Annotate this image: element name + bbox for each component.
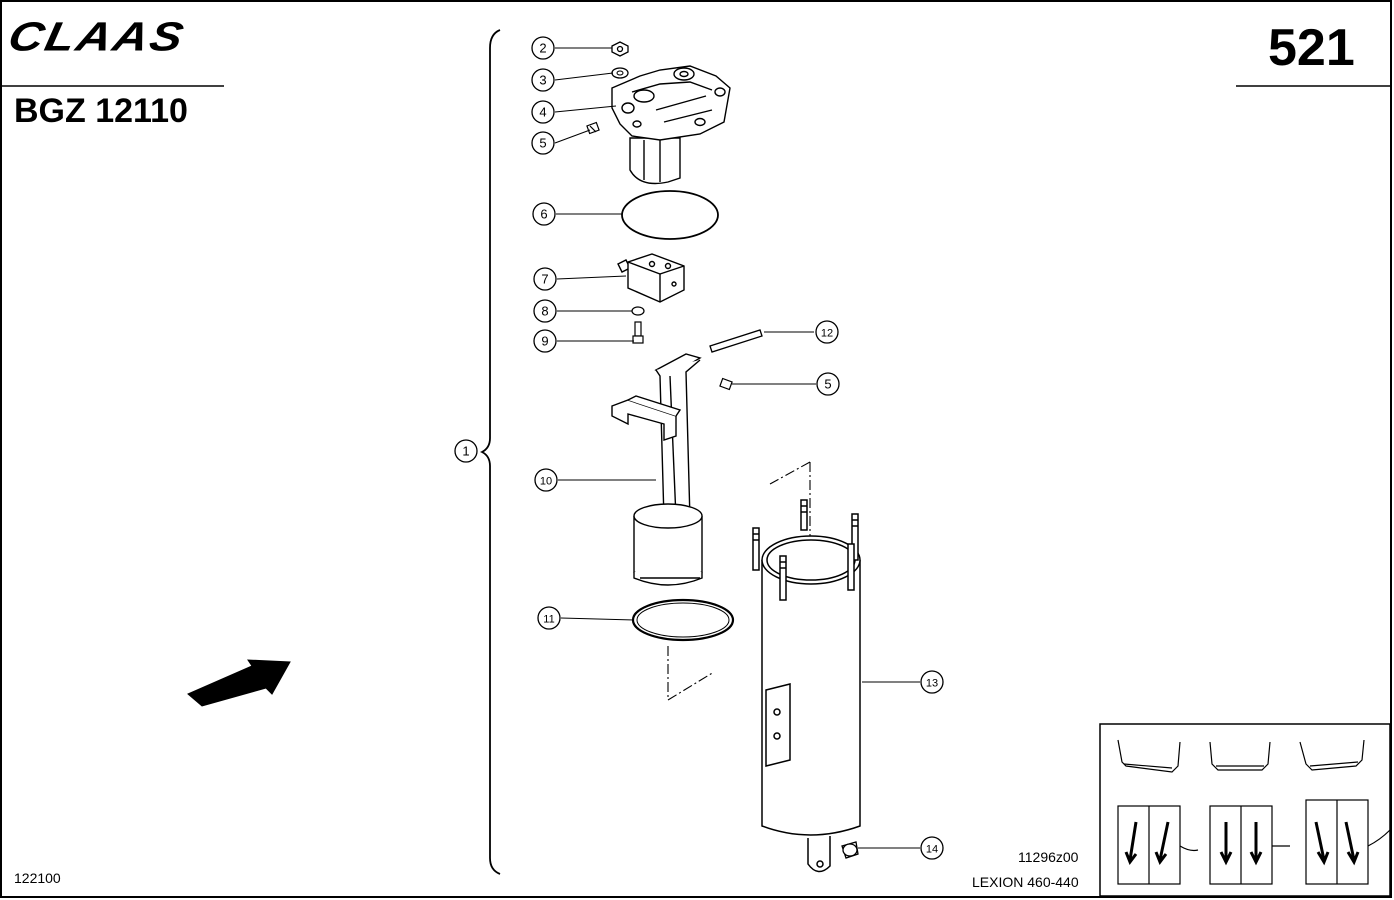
header-variant-3-icon bbox=[1299, 739, 1391, 885]
callout-label: 4 bbox=[539, 105, 546, 120]
callout-label: 6 bbox=[540, 207, 547, 222]
part-valve-block bbox=[617, 253, 685, 303]
part-washer-small bbox=[631, 306, 645, 316]
callout-label: 14 bbox=[926, 844, 938, 856]
leader-lines bbox=[554, 47, 920, 849]
callout-13: 13 bbox=[920, 670, 944, 694]
header-variant-2-icon bbox=[1209, 741, 1290, 885]
part-filter-element bbox=[611, 353, 703, 586]
part-filter-head bbox=[611, 65, 731, 185]
drawing-number: 11296z00 bbox=[1018, 849, 1079, 865]
callout-2: 2 bbox=[531, 36, 555, 60]
callout-label: 13 bbox=[926, 678, 938, 690]
callout-label: 8 bbox=[541, 304, 548, 319]
callout-label: 10 bbox=[540, 476, 552, 488]
group-code: BGZ 12110 bbox=[14, 92, 188, 130]
part-grub-screw bbox=[586, 121, 600, 135]
callout-5: 5 bbox=[816, 372, 840, 396]
date-code: 122100 bbox=[14, 870, 61, 886]
header-variant-1-icon bbox=[1117, 739, 1199, 885]
part-drain-plug bbox=[841, 841, 859, 859]
model-name: LEXION 460-440 bbox=[972, 874, 1079, 890]
callout-1: 1 bbox=[454, 439, 478, 463]
callout-label: 2 bbox=[539, 41, 546, 56]
part-filter-housing bbox=[752, 499, 861, 873]
variant-panel bbox=[1099, 723, 1391, 897]
part-nut bbox=[611, 41, 629, 57]
callout-label: 5 bbox=[539, 136, 546, 151]
callout-label: 11 bbox=[543, 614, 554, 626]
assembly-bracket bbox=[479, 29, 501, 875]
part-bolt bbox=[632, 321, 644, 344]
callout-label: 3 bbox=[539, 73, 546, 88]
callout-3: 3 bbox=[531, 68, 555, 92]
callout-10: 10 bbox=[534, 468, 558, 492]
callout-12: 12 bbox=[815, 320, 839, 344]
page-number: 521 bbox=[1268, 19, 1355, 77]
callout-7: 7 bbox=[533, 267, 557, 291]
callout-label: 1 bbox=[462, 444, 469, 459]
callout-11: 11 bbox=[537, 606, 561, 630]
part-pin bbox=[709, 329, 763, 353]
callout-4: 4 bbox=[531, 100, 555, 124]
callout-label: 7 bbox=[541, 272, 548, 287]
callout-6: 6 bbox=[532, 202, 556, 226]
callout-label: 9 bbox=[541, 334, 548, 349]
part-o-ring-large bbox=[621, 190, 719, 240]
callout-label: 12 bbox=[821, 328, 833, 340]
arrow-right-up-icon bbox=[187, 659, 291, 707]
callout-9: 9 bbox=[533, 329, 557, 353]
part-o-ring-medium bbox=[631, 598, 735, 642]
callout-5: 5 bbox=[531, 131, 555, 155]
callout-8: 8 bbox=[533, 299, 557, 323]
brand-logo: CLAAS bbox=[4, 14, 190, 60]
callout-14: 14 bbox=[920, 836, 944, 860]
callout-label: 5 bbox=[824, 377, 831, 392]
part-grub-screw-2 bbox=[719, 377, 733, 391]
part-washer bbox=[611, 67, 629, 79]
